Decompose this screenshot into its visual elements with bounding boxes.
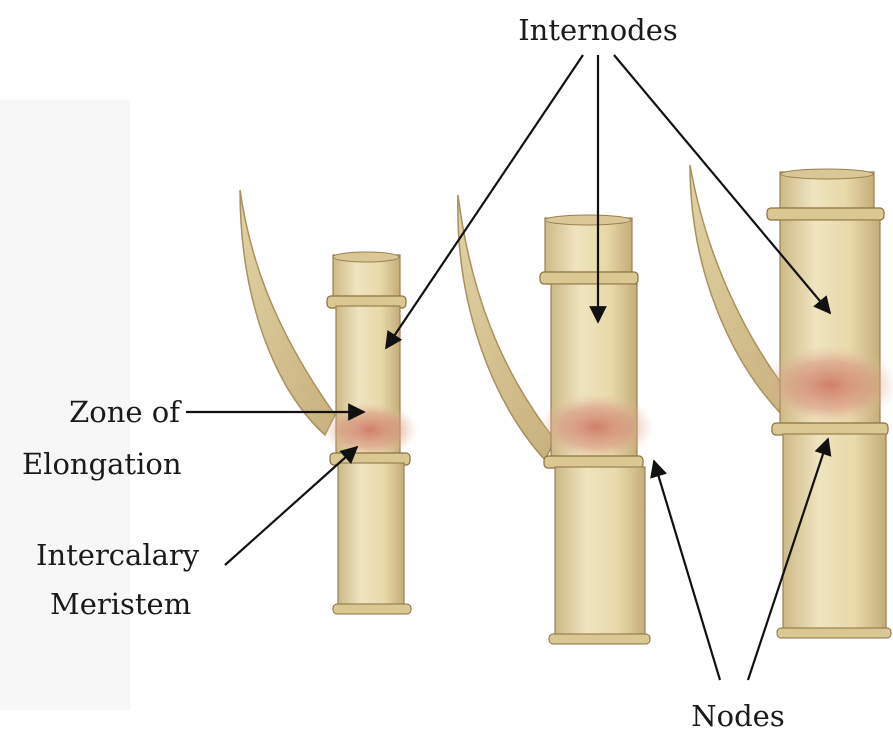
stem-segment (555, 467, 645, 639)
meristem-arrow (225, 447, 357, 565)
node-ring (772, 423, 888, 435)
elongation-zone (322, 402, 418, 458)
stem-tall (690, 165, 893, 638)
leaf (240, 190, 335, 435)
stem-segment (338, 463, 404, 608)
meristem-label-line2: Meristem (50, 587, 191, 621)
node-ring (767, 208, 884, 220)
elongation-zone (538, 393, 654, 461)
stem-medium (458, 195, 654, 644)
meristem-label-line1: Intercalary (36, 538, 200, 572)
zone-label-line1: Zone of (69, 395, 182, 429)
stem-short (240, 190, 418, 614)
internodes-label: Internodes (518, 13, 678, 47)
stem-segment (545, 218, 632, 276)
node-ring (544, 456, 643, 468)
node-ring (540, 272, 638, 284)
zone-label-line2: Elongation (22, 447, 182, 481)
nodes-label: Nodes (691, 699, 784, 733)
stem-segment (783, 434, 886, 634)
nodes-arrow-1 (654, 461, 720, 680)
elongation-zone (762, 345, 893, 425)
